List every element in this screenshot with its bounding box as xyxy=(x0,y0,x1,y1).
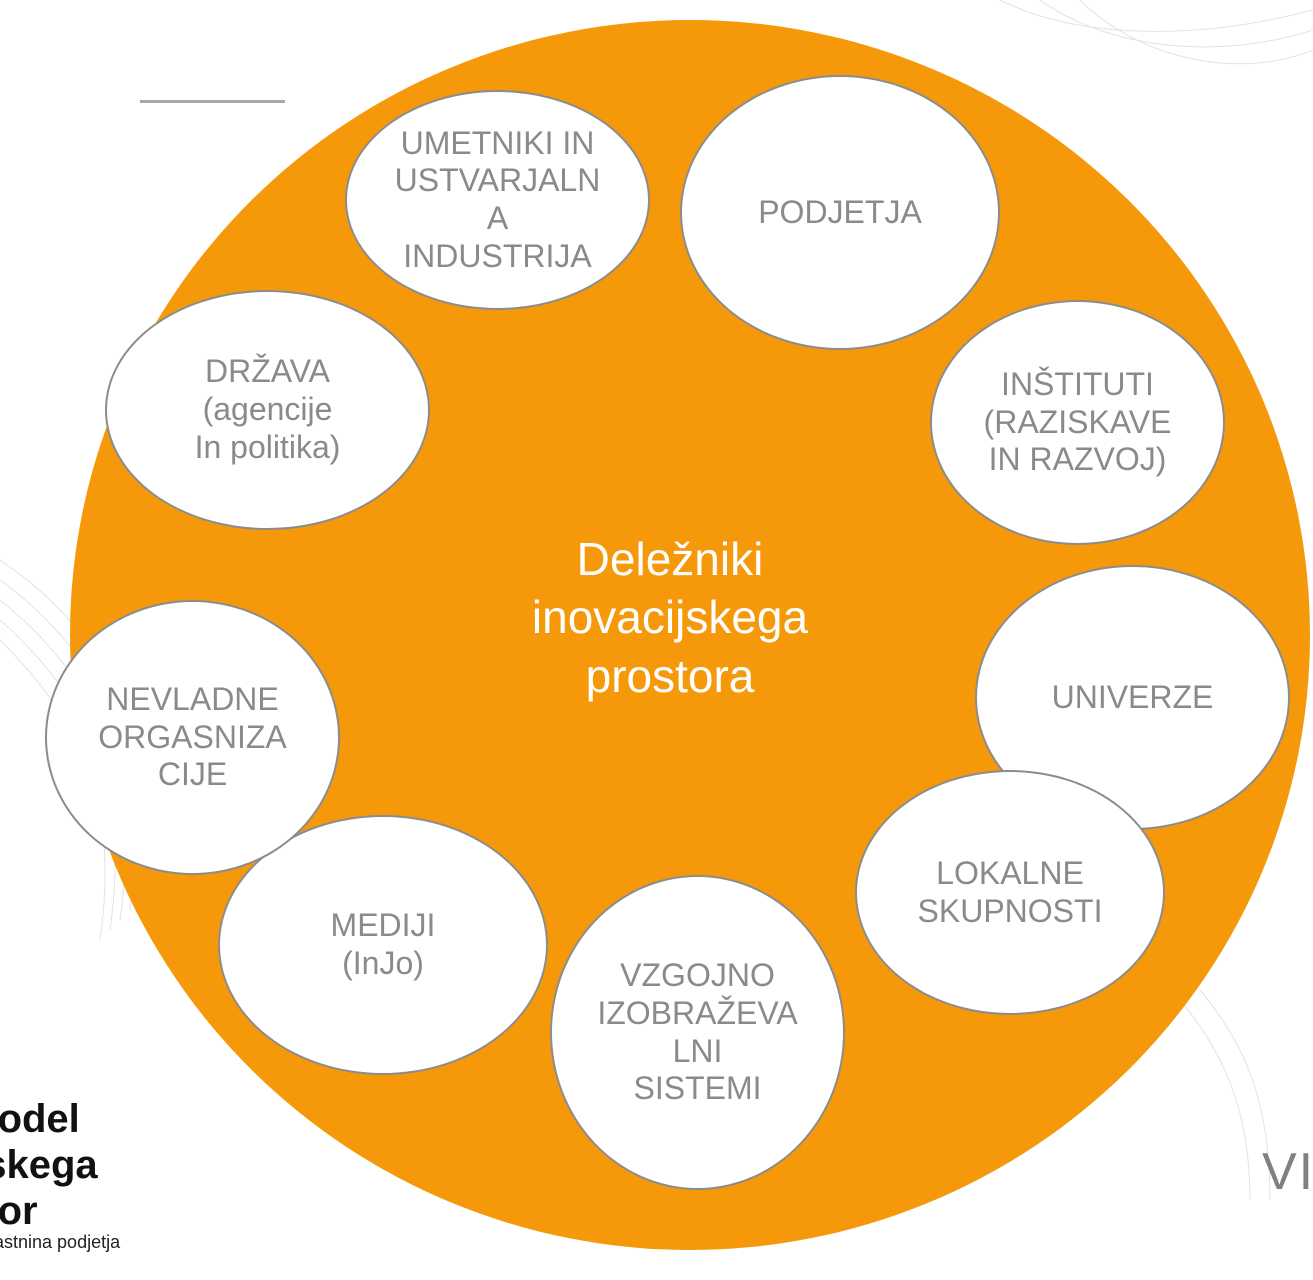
node-podjetja: PODJETJA xyxy=(680,75,1000,350)
node-label: PODJETJA xyxy=(758,193,922,230)
title-underline xyxy=(140,100,285,103)
node-label: VZGOJNO IZOBRAŽEVA LNI SISTEMI xyxy=(597,957,798,1107)
node-label: LOKALNE SKUPNOSTI xyxy=(917,854,1103,929)
node-label: NEVLADNE ORGASNIZA CIJE xyxy=(98,680,287,793)
node-lokalne: LOKALNE SKUPNOSTI xyxy=(855,770,1165,1015)
node-label: MEDIJI (InJo) xyxy=(330,907,436,981)
caption-title: model ijskega stor xyxy=(0,1050,180,1280)
node-mediji: MEDIJI (InJo) xyxy=(218,815,548,1075)
center-title: Deležniki inovacijskega prostora xyxy=(531,533,809,702)
node-drzava: DRŽAVA (agencije In politika) xyxy=(105,290,430,530)
node-instituti: INŠTITUTI (RAZISKAVE IN RAZVOJ) xyxy=(930,300,1225,545)
logo-fragment: VI xyxy=(1262,1143,1313,1201)
node-umetniki: UMETNIKI IN USTVARJALN A INDUSTRIJA xyxy=(345,90,650,310)
node-label: UNIVERZE xyxy=(1051,678,1214,715)
node-label: DRŽAVA (agencije In politika) xyxy=(194,353,341,465)
caption-title-text: model ijskega stor xyxy=(0,1097,98,1233)
node-label: INŠTITUTI (RAZISKAVE IN RAZVOJ) xyxy=(983,365,1172,478)
node-vzgojno: VZGOJNO IZOBRAŽEVA LNI SISTEMI xyxy=(550,875,845,1190)
node-label: UMETNIKI IN USTVARJALN A INDUSTRIJA xyxy=(394,124,601,274)
caption-source-note: astnina podjetja .com) xyxy=(0,1205,180,1255)
node-nevladne: NEVLADNE ORGASNIZA CIJE xyxy=(45,600,340,875)
caption-note-text: astnina podjetja .com) xyxy=(0,1232,121,1253)
